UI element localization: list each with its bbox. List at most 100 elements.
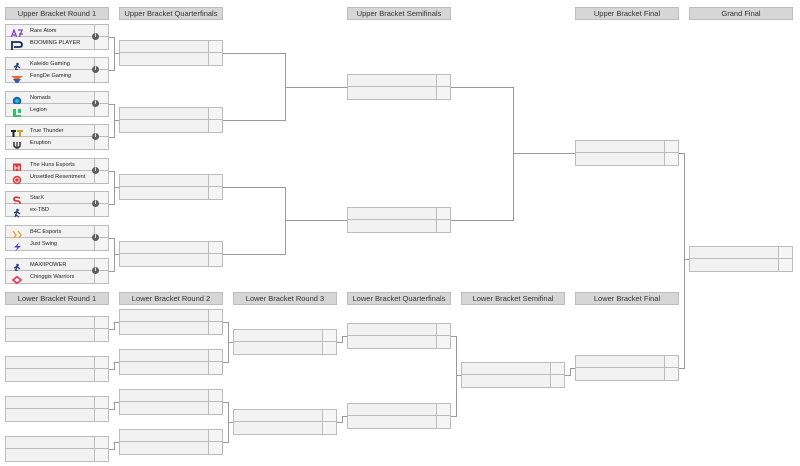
empty-team-slot[interactable] [347,403,451,416]
empty-team-slot[interactable] [119,309,223,322]
team-slot[interactable]: MAXIIPOWER [5,258,109,273]
score-cell [94,125,108,136]
empty-team-slot[interactable] [347,207,451,220]
score-cell [322,330,336,341]
bracket-connector-line [109,402,119,410]
empty-team-slot[interactable] [119,254,223,267]
score-cell [94,329,108,341]
empty-team-slot[interactable] [5,396,109,409]
bracket-connector-line [451,336,457,417]
score-cell [94,37,108,49]
empty-team-slot[interactable] [575,368,679,381]
empty-team-slot[interactable] [5,316,109,329]
empty-team-slot[interactable] [347,87,451,100]
empty-team-slot[interactable] [575,355,679,368]
score-cell [94,25,108,36]
team-slot[interactable]: ex-TBD [5,204,109,218]
score-cell [94,437,108,448]
empty-team-slot[interactable] [5,449,109,462]
empty-team-slot[interactable] [461,375,565,388]
bracket-connector-line [565,368,575,376]
team-slot[interactable]: Chinggis Warriors [5,271,109,285]
empty-team-slot[interactable] [119,442,223,455]
team-slot[interactable]: Eruption [5,137,109,150]
match-info-icon[interactable]: i [92,33,99,40]
empty-team-slot[interactable] [119,120,223,133]
empty-team-slot[interactable] [347,323,451,336]
team-slot[interactable]: Just Swing [5,238,109,252]
empty-team-slot[interactable] [5,369,109,382]
empty-team-slot[interactable] [347,416,451,429]
empty-team-slot[interactable] [119,174,223,187]
score-cell [208,53,222,65]
score-cell [94,159,108,170]
empty-team-slot[interactable] [347,336,451,349]
empty-team-slot[interactable] [233,422,337,435]
score-cell [208,430,222,441]
empty-team-slot[interactable] [347,220,451,233]
header-upper-bracket-round-1: Upper Bracket Round 1 [5,7,109,20]
team-name: Nomads [30,95,51,101]
match-info-icon[interactable]: i [92,100,99,107]
empty-team-slot[interactable] [5,409,109,422]
empty-team-slot[interactable] [347,74,451,87]
empty-team-slot[interactable] [5,356,109,369]
team-name: B4C Esports [30,229,62,235]
empty-team-slot[interactable] [119,53,223,66]
empty-team-slot[interactable] [461,362,565,375]
team-name: Eruption [30,140,51,146]
team-slot[interactable]: Nomads [5,91,109,106]
score-cell [436,87,450,99]
legion-logo-icon [10,105,24,117]
empty-team-slot[interactable] [575,153,679,166]
empty-team-slot[interactable] [233,329,337,342]
team-slot[interactable]: Kaleido Gaming [5,57,109,72]
empty-team-slot[interactable] [233,409,337,422]
empty-team-slot[interactable] [689,246,793,259]
score-cell [208,402,222,414]
header-lower-bracket-round-1: Lower Bracket Round 1 [5,292,109,305]
score-cell [208,390,222,401]
match-info-icon[interactable]: i [92,234,99,241]
empty-team-slot[interactable] [575,140,679,153]
empty-team-slot[interactable] [119,362,223,375]
team-slot[interactable]: Unsettled Resentment [5,171,109,185]
empty-team-slot[interactable] [119,402,223,415]
team-slot[interactable]: True Thunder [5,124,109,138]
match-info-icon[interactable]: i [92,200,99,207]
score-cell [322,410,336,421]
score-cell [94,192,108,203]
empty-team-slot[interactable] [119,107,223,120]
eruption-logo-icon [10,138,24,149]
empty-team-slot[interactable] [5,436,109,449]
empty-team-slot[interactable] [233,342,337,355]
empty-team-slot[interactable] [5,329,109,342]
score-cell [436,336,450,348]
team-slot[interactable]: FengDe Gaming [5,70,109,83]
match-info-icon[interactable]: i [92,66,99,73]
team-slot[interactable]: Rare Atom [5,24,109,39]
score-cell [208,362,222,374]
score-cell [208,175,222,186]
bracket-connector-line [337,336,347,343]
empty-team-slot[interactable] [119,187,223,200]
empty-team-slot[interactable] [119,349,223,362]
empty-team-slot[interactable] [119,389,223,402]
empty-team-slot[interactable] [119,429,223,442]
match-info-icon[interactable]: i [92,167,99,174]
header-lower-bracket-semifinal: Lower Bracket Semifinal [461,292,565,305]
team-slot[interactable]: BOOMING PLAYER [5,37,109,50]
team-slot[interactable]: B4C Esports [5,225,109,240]
score-cell [208,322,222,334]
empty-team-slot[interactable] [119,241,223,254]
match-info-icon[interactable]: i [92,133,99,140]
team-slot[interactable]: StarX [5,191,109,206]
empty-team-slot[interactable] [119,322,223,335]
score-cell [94,104,108,116]
empty-team-slot[interactable] [689,259,793,272]
empty-team-slot[interactable] [119,40,223,53]
score-cell [436,404,450,415]
match-info-icon[interactable]: i [92,267,99,274]
team-slot[interactable]: The Huns Esports [5,158,109,173]
team-slot[interactable]: Legion [5,104,109,117]
